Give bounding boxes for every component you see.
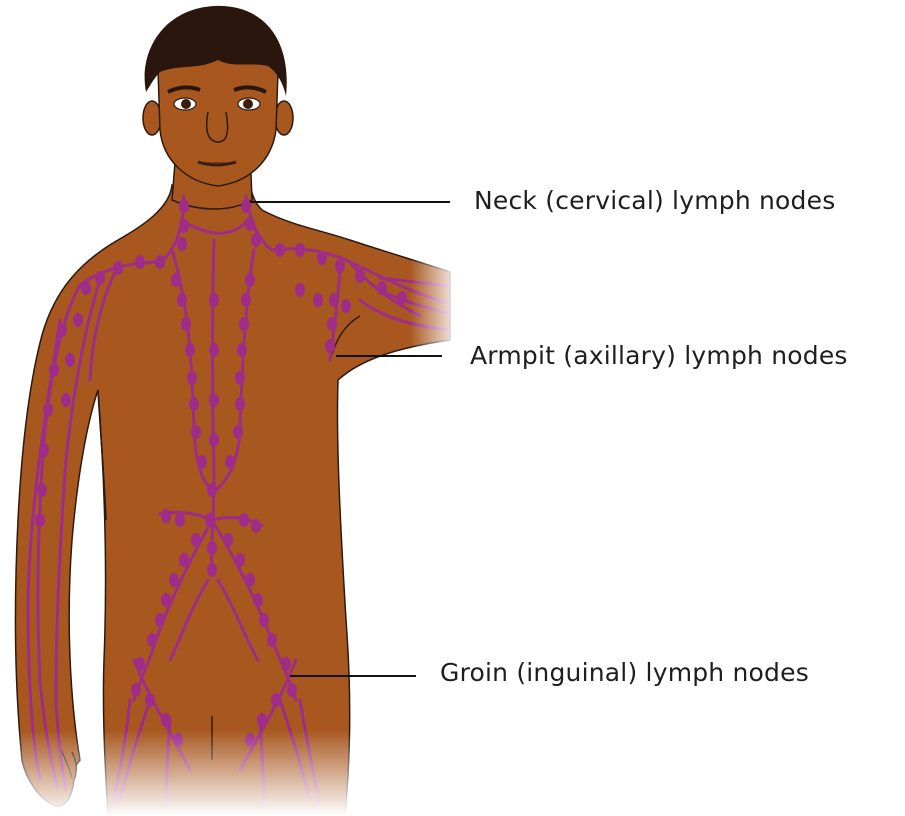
- lymph-node: [327, 317, 337, 331]
- lymph-node: [253, 593, 263, 607]
- lymph-node: [239, 513, 249, 527]
- lymph-node: [135, 657, 145, 671]
- lymph-node: [135, 255, 145, 269]
- lymph-node: [65, 353, 75, 367]
- armpit-lymph-nodes-label: Armpit (axillary) lymph nodes: [470, 341, 848, 370]
- lymph-node: [207, 563, 217, 577]
- lymph-node: [169, 573, 179, 587]
- lymph-node: [179, 219, 189, 233]
- lymph-node: [175, 513, 185, 527]
- lymph-node: [61, 393, 71, 407]
- lymph-node: [187, 371, 197, 385]
- neck-lymph-nodes-label: Neck (cervical) lymph nodes: [474, 186, 835, 215]
- right-ear: [275, 101, 293, 135]
- groin-lymph-nodes-label: Groin (inguinal) lymph nodes: [440, 658, 809, 687]
- lymph-node: [35, 513, 45, 527]
- lymph-node: [267, 633, 277, 647]
- lymph-node: [355, 269, 365, 283]
- lymph-node: [313, 293, 323, 307]
- lymph-node: [191, 533, 201, 547]
- lymph-node: [275, 243, 285, 257]
- bottom-fade: [0, 730, 905, 816]
- lymph-node: [235, 371, 245, 385]
- lymph-node: [113, 261, 123, 275]
- lymph-node: [43, 403, 53, 417]
- mouth: [198, 162, 236, 165]
- lymph-node: [147, 633, 157, 647]
- lymph-node: [397, 291, 407, 305]
- lymph-node: [377, 281, 387, 295]
- lymph-node: [171, 273, 181, 287]
- lymph-node: [239, 317, 249, 331]
- lymph-node: [207, 483, 217, 497]
- lymph-node: [237, 343, 247, 357]
- lymph-node: [181, 317, 191, 331]
- lymph-node: [335, 259, 345, 273]
- lymph-node: [241, 293, 251, 307]
- lymph-node: [161, 713, 171, 727]
- lymph-node: [245, 573, 255, 587]
- lymph-node: [329, 293, 339, 307]
- lymph-node: [177, 237, 187, 251]
- lymph-node: [161, 593, 171, 607]
- lymph-node: [205, 513, 215, 527]
- lymph-node: [179, 553, 189, 567]
- lymph-node: [145, 693, 155, 707]
- lymph-node: [209, 293, 219, 307]
- lymph-node: [209, 343, 219, 357]
- lymph-node: [155, 613, 165, 627]
- lymph-node: [287, 683, 297, 697]
- lymph-node: [131, 683, 141, 697]
- lymph-node: [235, 553, 245, 567]
- lymph-node: [295, 243, 305, 257]
- lymph-node: [207, 541, 217, 555]
- lymph-node: [257, 713, 267, 727]
- lymph-node: [251, 233, 261, 247]
- lymph-node: [225, 455, 235, 469]
- lymph-node: [295, 283, 305, 297]
- arm-fade: [410, 260, 460, 350]
- lymph-node: [251, 519, 261, 533]
- lymph-node: [259, 613, 269, 627]
- lymph-node: [233, 425, 243, 439]
- lymph-node: [281, 657, 291, 671]
- lymph-node: [271, 693, 281, 707]
- lymph-node: [317, 251, 327, 265]
- lymph-node: [209, 433, 219, 447]
- lymph-node: [49, 363, 59, 377]
- lymph-node: [191, 425, 201, 439]
- lymph-node: [81, 281, 91, 295]
- lymph-node: [223, 533, 233, 547]
- lymph-node: [95, 271, 105, 285]
- lymph-node: [57, 323, 67, 337]
- lymph-node: [197, 455, 207, 469]
- torso: [15, 178, 450, 816]
- lymph-node: [245, 217, 255, 231]
- lymph-node: [185, 343, 195, 357]
- lymph-node: [179, 199, 189, 213]
- lymph-node: [241, 199, 251, 213]
- lymph-node: [39, 443, 49, 457]
- lymph-node: [189, 397, 199, 411]
- lymph-node: [155, 255, 165, 269]
- lymph-node: [73, 313, 83, 327]
- lymph-node: [177, 293, 187, 307]
- lymph-node: [209, 393, 219, 407]
- lymph-node: [235, 397, 245, 411]
- lymph-node: [245, 273, 255, 287]
- lymph-node: [37, 483, 47, 497]
- lymph-node: [341, 299, 351, 313]
- left-ear: [143, 101, 161, 135]
- lymph-node: [325, 339, 335, 353]
- lymph-node: [161, 509, 171, 523]
